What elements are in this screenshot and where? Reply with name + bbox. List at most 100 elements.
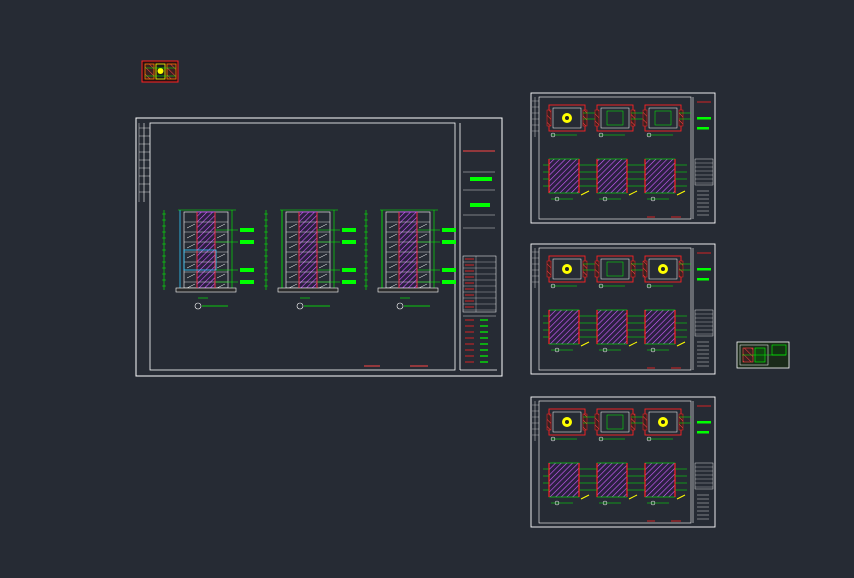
shelf-diagonal — [418, 273, 428, 279]
plan-detail[interactable] — [594, 255, 643, 289]
cabinet-base — [277, 287, 339, 293]
caption-symbol — [650, 196, 656, 202]
shelf-diagonal — [318, 283, 328, 289]
drawing-area — [538, 400, 692, 524]
leader-label — [442, 240, 456, 244]
section-detail[interactable] — [543, 462, 591, 506]
elevation-3[interactable] — [364, 209, 456, 310]
shelf-diagonal — [388, 253, 398, 259]
plan-side — [630, 260, 636, 278]
section-hatch — [548, 309, 580, 345]
plan-outline — [596, 408, 634, 436]
detail-sheet-1[interactable] — [530, 92, 716, 224]
section-detail[interactable] — [591, 309, 639, 353]
plan-green — [606, 261, 624, 277]
main-elevations-sheet[interactable] — [135, 117, 503, 377]
section-detail[interactable] — [639, 462, 687, 506]
detail-marker-center — [661, 420, 665, 424]
plan-detail[interactable] — [642, 255, 691, 289]
sheet-border — [530, 243, 716, 375]
elevation-1[interactable] — [162, 209, 254, 310]
leader-label — [240, 240, 254, 244]
hatched-panel — [398, 211, 418, 289]
shelf-diagonal — [186, 263, 196, 269]
section-detail[interactable] — [591, 462, 639, 506]
title-block — [459, 123, 497, 371]
arrow-mark — [676, 190, 686, 196]
shelf-diagonal — [216, 223, 226, 229]
elevation-2[interactable] — [264, 209, 356, 310]
plan-detail[interactable] — [594, 104, 643, 138]
arrow-mark — [628, 341, 638, 347]
plan-detail[interactable] — [546, 104, 595, 138]
detail-marker-center — [565, 420, 569, 424]
plan-inner — [600, 258, 630, 280]
plan-side — [678, 260, 684, 278]
shelf-diagonal — [418, 223, 428, 229]
leader-label — [240, 280, 254, 284]
section-detail[interactable] — [543, 309, 591, 353]
section-hatch — [644, 309, 676, 345]
shelf-diagonal — [418, 233, 428, 239]
leader-label — [342, 228, 356, 232]
drawing-area — [538, 96, 692, 220]
thumbnail-right[interactable] — [736, 341, 790, 369]
arrow-mark — [580, 494, 590, 500]
leader-label — [342, 280, 356, 284]
shelf-diagonal — [288, 263, 298, 269]
plan-side — [642, 260, 648, 278]
section-hatch — [596, 462, 628, 498]
plan-detail[interactable] — [594, 408, 643, 442]
shelf-diagonal — [186, 283, 196, 289]
plan-side — [582, 413, 588, 431]
shelf-diagonal — [388, 233, 398, 239]
detail-sheet-3[interactable] — [530, 396, 716, 528]
plan-detail[interactable] — [642, 408, 691, 442]
section-hatch — [644, 462, 676, 498]
arrow-mark — [628, 190, 638, 196]
shelf-diagonal — [216, 243, 226, 249]
plan-inner — [600, 411, 630, 433]
drawing-area — [538, 247, 692, 371]
section-detail[interactable] — [639, 309, 687, 353]
hatched-panel — [298, 211, 318, 289]
section-detail[interactable] — [591, 158, 639, 202]
shelf-diagonal — [388, 243, 398, 249]
plan-side — [546, 413, 552, 431]
detail-marker-center — [661, 267, 665, 271]
shelf-diagonal — [186, 223, 196, 229]
arrow-mark — [628, 494, 638, 500]
caption-symbol — [646, 436, 652, 442]
caption-symbol — [554, 500, 560, 506]
section-detail[interactable] — [639, 158, 687, 202]
caption-symbol — [554, 196, 560, 202]
plan-detail[interactable] — [546, 255, 595, 289]
plan-detail[interactable] — [642, 104, 691, 138]
shelf-diagonal — [216, 283, 226, 289]
arrow-mark — [580, 341, 590, 347]
section-hatch — [548, 158, 580, 194]
caption-symbol — [550, 132, 556, 138]
section-detail[interactable] — [543, 158, 591, 202]
section-hatch — [644, 158, 676, 194]
shelf-diagonal — [216, 263, 226, 269]
shelf-diagonal — [216, 253, 226, 259]
shelf-diagonal — [216, 273, 226, 279]
shelf-diagonal — [388, 223, 398, 229]
plan-green — [654, 110, 672, 126]
revision-table — [462, 255, 497, 313]
plan-side — [642, 109, 648, 127]
title-table — [694, 158, 714, 186]
thumbnail-top-left[interactable] — [141, 60, 179, 83]
plan-outline — [596, 255, 634, 283]
plan-inner — [552, 258, 582, 280]
section-hatch — [548, 462, 580, 498]
caption-symbol — [602, 347, 608, 353]
shelf-diagonal — [318, 253, 328, 259]
detail-sheet-2[interactable] — [530, 243, 716, 375]
plan-detail[interactable] — [546, 408, 595, 442]
plan-side — [594, 260, 600, 278]
plan-inner — [648, 107, 678, 129]
